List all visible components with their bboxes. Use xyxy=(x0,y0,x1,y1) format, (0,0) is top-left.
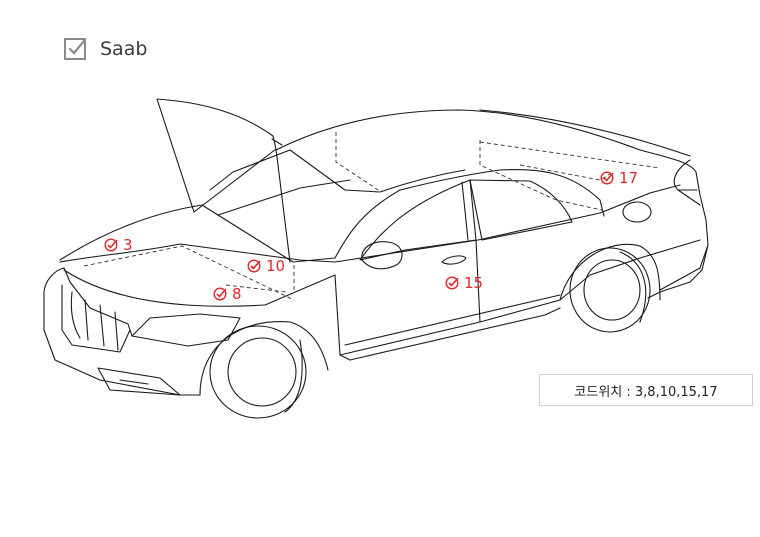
checkbox-icon[interactable] xyxy=(64,38,86,60)
marker-3[interactable]: 3 xyxy=(104,236,133,254)
marker-17[interactable]: 17 xyxy=(600,169,638,187)
marker-code: 15 xyxy=(464,274,484,292)
marker-15[interactable]: 15 xyxy=(445,274,483,292)
legend-text: 코드위치 : 3,8,10,15,17 xyxy=(574,384,718,400)
check-circle-icon xyxy=(445,276,459,290)
marker-code: 10 xyxy=(266,257,286,275)
marker-code: 8 xyxy=(232,285,242,303)
check-circle-icon xyxy=(247,259,261,273)
marker-code: 3 xyxy=(123,236,133,254)
check-circle-icon xyxy=(104,238,118,252)
code-location-legend: 코드위치 : 3,8,10,15,17 xyxy=(539,374,753,406)
check-circle-icon xyxy=(213,287,227,301)
header: Saab xyxy=(64,38,147,60)
check-circle-icon xyxy=(600,171,614,185)
marker-8[interactable]: 8 xyxy=(213,285,242,303)
marker-code: 17 xyxy=(619,169,639,187)
brand-title: Saab xyxy=(100,38,148,60)
marker-10[interactable]: 10 xyxy=(247,257,285,275)
